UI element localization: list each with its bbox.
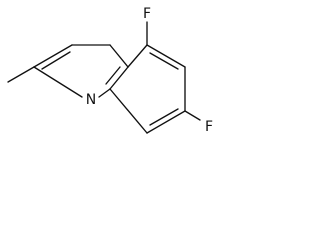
pyridine-bond-n-c2 [33, 66, 83, 98]
fluorine-top-label: F [143, 6, 151, 22]
pyridine-bond-c4-c4a [109, 44, 129, 68]
atom-labels: F F N [86, 6, 213, 135]
bond-lines [7, 21, 201, 134]
pyridine-bond-c8a-n [98, 88, 111, 98]
benzene-bond-c5-c6-inner [149, 52, 179, 70]
benzene-bond-c7-c8 [146, 110, 186, 134]
molecule-structure-diagram: F F N [7, 6, 213, 135]
nitrogen-label: N [86, 92, 96, 108]
pyridine-bond-c2-c3 [33, 44, 73, 68]
benzene-bond-c7-c8-inner [149, 108, 179, 126]
benzene-bond-c5-c6 [146, 44, 186, 68]
fluorine-right-label: F [205, 119, 213, 135]
pyridine-bond-c2-c3-inner [41, 51, 71, 70]
methyl-bond [7, 66, 35, 83]
fluorine-bond-right [184, 110, 201, 121]
benzene-bond-c4a-c5 [127, 44, 148, 68]
pyridine-bond-c4a-c8a-inner [105, 66, 121, 85]
benzene-bond-c8-c8a [109, 88, 148, 134]
pyridine-bond-c4a-c8a [109, 66, 129, 90]
